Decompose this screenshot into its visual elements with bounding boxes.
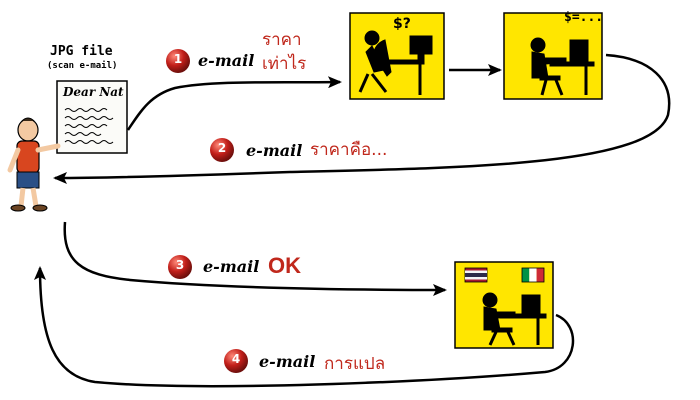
step-3-number: 3 [175,258,185,272]
step-4-translation-label: การแปล [324,354,386,374]
pricing-bubble: $=... [564,10,604,25]
step-3-email-label: e-mail [203,257,260,276]
step-1-question-line2: เท่าไร [262,54,307,74]
step-4-number: 4 [231,352,241,366]
step-4-email-label: e-mail [259,352,316,371]
step-3-ok-status: OK [268,253,301,278]
scanned-letter [56,80,128,154]
customer-figure [7,117,61,212]
step-2-badge [210,138,234,162]
step-2-email-label: e-mail [246,141,303,160]
letter-greeting: Dear Nat [63,85,124,99]
arrow-customer-to-office [126,76,342,131]
arrow-confirm-ok [63,221,447,296]
step-1-number: 1 [173,52,183,66]
jpg-file-subtitle: (scan e-mail) [47,61,118,71]
step-1-badge [166,49,190,73]
jpg-file-title: JPG file [50,44,113,59]
panel-pricing-office [503,12,603,100]
panel-translating-office [454,261,554,349]
step-2-number: 2 [217,141,227,155]
step-4-badge [224,349,248,373]
step-1-question-line1: ราคา [262,30,302,50]
step-2-price-reply: ราคาคือ... [310,140,388,160]
thinking-bubble: $? [393,16,411,32]
thai-flag-icon [464,267,488,283]
step-3-badge [168,255,192,279]
arrow-translation-return [34,266,575,388]
step-1-email-label: e-mail [198,51,255,70]
arrow-price-reply [53,53,671,184]
italian-flag-icon [521,267,545,283]
panel-thinking-office [349,12,445,100]
